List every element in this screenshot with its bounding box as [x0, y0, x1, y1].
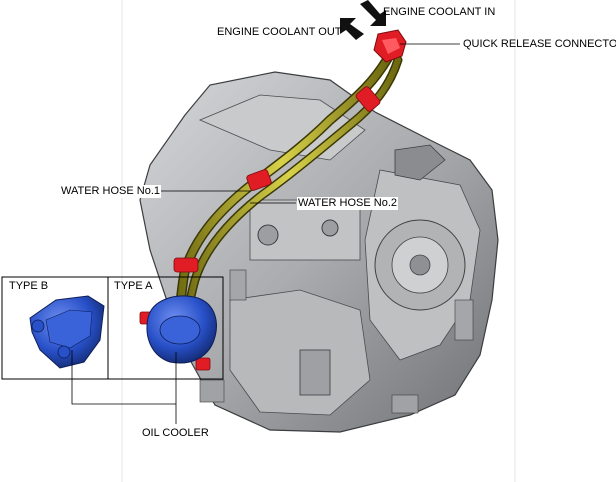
- oil-cooler-type-a: [146, 295, 217, 364]
- type-a-label: TYPE A: [114, 280, 153, 292]
- oil-cooler-type-b: [29, 295, 105, 369]
- leader-lines: [71, 43, 460, 424]
- quick-release-connector-label: QUICK RELEASE CONNECTOR: [463, 38, 616, 50]
- water-hose-no2-label: WATER HOSE No.2: [297, 197, 399, 210]
- type-inset-panel: [1, 276, 224, 380]
- transmission-case: [139, 71, 499, 433]
- water-hose-no1-label: WATER HOSE No.1: [60, 185, 162, 198]
- engine-coolant-in-label: ENGINE COOLANT IN: [383, 6, 496, 18]
- water-hose-no1: [170, 53, 393, 350]
- engine-coolant-out-label: ENGINE COOLANT OUT: [217, 26, 342, 38]
- type-b-label: TYPE B: [9, 280, 49, 292]
- quick-release-connector: [373, 29, 407, 63]
- oil-cooler-label: OIL COOLER: [142, 427, 209, 439]
- coolant-out-arrow: [340, 18, 364, 40]
- coolant-in-arrow: [360, 0, 386, 26]
